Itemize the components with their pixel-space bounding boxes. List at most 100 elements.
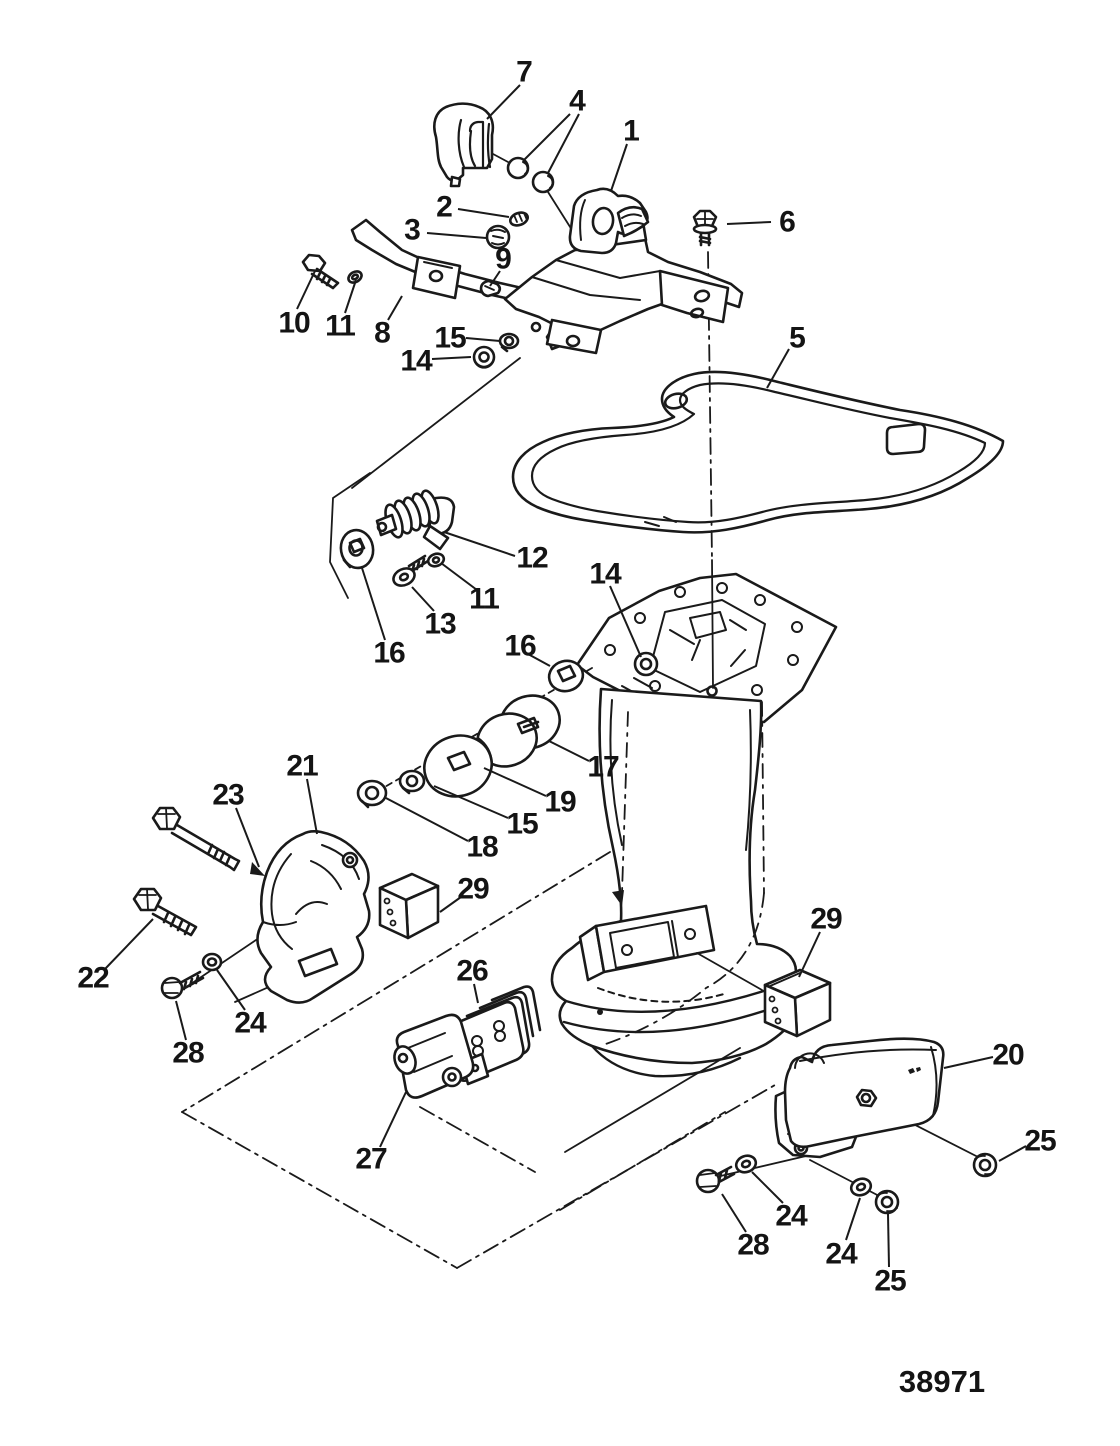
alignment-lines-stroke — [419, 1106, 536, 1173]
shift-bracket-8-stroke — [423, 261, 453, 269]
shift-bracket-8-stroke — [428, 269, 444, 283]
adapter-plate-stroke-stroke — [634, 612, 646, 624]
alignment-lines-stroke — [456, 1084, 776, 1269]
driveshaft-housing-stroke — [597, 987, 725, 1003]
callout-24-26: 24 — [234, 1007, 267, 1040]
mount-12-stroke — [376, 521, 388, 533]
callout-5-12: 5 — [789, 322, 805, 355]
gasket-5-stroke — [885, 422, 927, 456]
adapter-plate-stroke-stroke — [604, 644, 616, 656]
bushing-chain — [356, 659, 585, 809]
shift-bracket-8-stroke — [411, 255, 462, 300]
alignment-lines-stroke — [599, 892, 765, 1047]
callout-29-31: 29 — [810, 903, 842, 936]
callout-28-27: 28 — [172, 1037, 204, 1070]
adapter-plate-stroke — [689, 611, 727, 639]
mount-boss-stroke — [621, 944, 633, 956]
nut-14-top-stroke — [478, 351, 490, 363]
washer-11-mid — [426, 552, 446, 568]
leader-line-24 — [216, 969, 246, 1011]
alignment-lines-stroke — [621, 711, 629, 894]
alignment-lines-stroke — [612, 890, 624, 906]
callout-20-32: 20 — [992, 1039, 1024, 1072]
bolt-23-stroke — [157, 807, 176, 829]
ring-18-stroke — [356, 779, 388, 807]
leader-line-15 — [433, 785, 509, 819]
adapter-plate-stroke-stroke — [716, 582, 728, 594]
leader-line-16 — [527, 653, 551, 667]
up-marking — [908, 1067, 921, 1074]
cover-20 — [783, 1037, 945, 1149]
callout-25-33: 25 — [1024, 1125, 1056, 1158]
anode-29-right — [763, 968, 832, 1038]
alignment-lines-stroke — [761, 701, 765, 894]
nut-25-lower-stroke — [880, 1195, 894, 1209]
callout-25-37: 25 — [874, 1265, 906, 1298]
nut-14-on-plate-stroke — [639, 657, 653, 671]
bushing-17 — [476, 694, 561, 768]
anode-29-left-stroke — [378, 886, 410, 940]
leader-line-19 — [483, 767, 547, 797]
leader-line-17 — [548, 740, 590, 762]
bushings-4-stroke — [531, 170, 555, 194]
screw-28-right-stroke — [714, 1165, 736, 1184]
callout-2-3: 2 — [436, 191, 452, 224]
nut-25-lower-stroke — [876, 1191, 898, 1213]
callout-14-17: 14 — [589, 558, 622, 591]
anode-29-right-stroke — [769, 972, 801, 987]
screw-13-stroke — [407, 554, 430, 574]
bushings-4-stroke — [547, 175, 554, 189]
nut-25-lower — [874, 1189, 900, 1215]
alignment-lines-stroke — [351, 357, 521, 489]
leader-line-18 — [383, 796, 469, 842]
callout-7-0: 7 — [516, 56, 532, 89]
driveshaft-housing-stroke — [590, 1044, 742, 1078]
washer-11-top — [347, 270, 363, 284]
mount-bracket-21-stroke — [297, 947, 339, 978]
leader-line-20 — [943, 1056, 994, 1069]
callout-29-28: 29 — [457, 873, 489, 906]
mount-27-stroke — [393, 1045, 417, 1075]
leader-line-27 — [379, 1091, 407, 1148]
leader-line-12 — [443, 531, 516, 557]
gasket-5-stroke — [511, 370, 1005, 534]
gasket-5-stroke — [663, 392, 689, 410]
leader-line-21 — [306, 778, 318, 835]
leader-line-29 — [798, 931, 821, 978]
washer-11-mid-stroke — [426, 552, 446, 568]
leader-line-29 — [439, 896, 462, 913]
mount-plates-26-stroke — [494, 1030, 506, 1042]
nut-14-top-stroke — [474, 361, 494, 369]
screw-13 — [392, 554, 430, 587]
washer-24-right-a — [734, 1154, 758, 1174]
callout-22-25: 22 — [77, 962, 109, 995]
callout-16-16: 16 — [373, 637, 405, 670]
mount-plates-26-stroke — [490, 985, 542, 1032]
mount-boss — [578, 904, 716, 982]
bushings-4 — [506, 156, 555, 194]
washer-15-lower-stroke — [405, 774, 419, 788]
stud-hole — [706, 685, 718, 697]
bolt-22-stroke — [151, 904, 198, 937]
mount-27-stroke — [447, 1072, 457, 1082]
nut-25-lower-stroke — [874, 1189, 900, 1215]
clamp-cover-7-stroke — [449, 175, 462, 188]
disc-19 — [423, 734, 494, 798]
washer-16-left — [339, 528, 375, 570]
bolt-23 — [151, 806, 241, 872]
clip-9-stroke — [484, 285, 495, 291]
leader-line-10 — [296, 270, 316, 310]
nut-25-upper — [972, 1152, 998, 1178]
diagram-canvas-stroke — [132, 102, 1005, 1269]
leader-line-14 — [431, 356, 472, 360]
gasket-5-stroke — [530, 382, 987, 524]
mount-27 — [393, 1013, 490, 1099]
leader-line-7 — [486, 84, 521, 120]
washer-16-right — [547, 659, 585, 693]
washer-15-top — [498, 332, 520, 353]
anode-29-left-stroke — [389, 919, 397, 927]
callout-9-6: 9 — [495, 243, 511, 276]
main-bracket-stroke — [530, 321, 542, 333]
leader-line-6 — [726, 221, 772, 225]
